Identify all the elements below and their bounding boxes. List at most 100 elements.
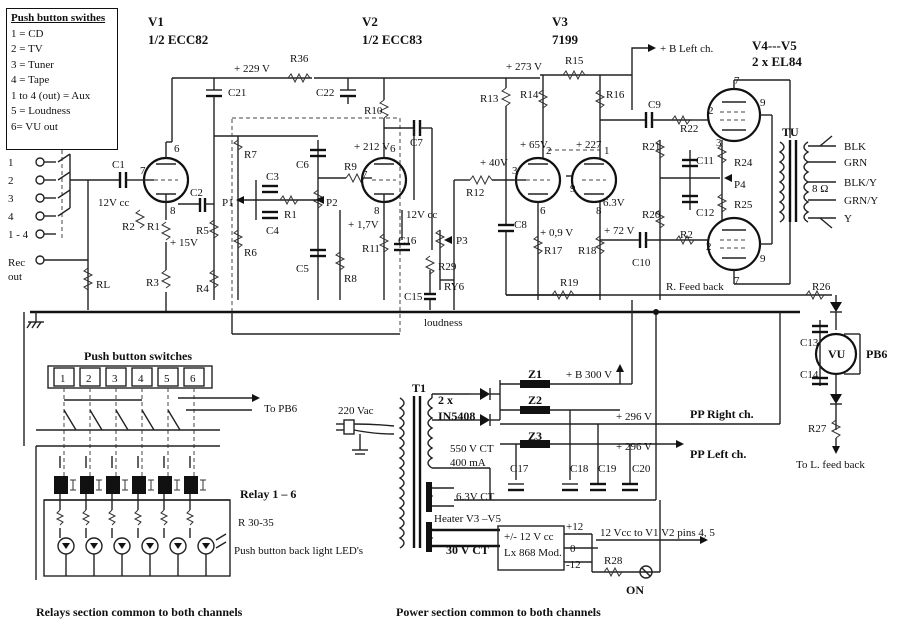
c11-label: C11 (696, 155, 714, 167)
v1-name: V1 (148, 14, 164, 29)
input-1: 1 (8, 157, 14, 169)
pb-number-6: 6 (190, 373, 196, 385)
r3-label: R3 (146, 277, 159, 289)
v3a-pin3: 3 (512, 165, 518, 177)
c6-label: C6 (296, 159, 309, 171)
r25-label: R25 (734, 199, 753, 211)
pb-5[interactable]: 5 (157, 367, 179, 387)
mains-plug (336, 419, 395, 455)
pb-number-4: 4 (138, 373, 144, 385)
r11-label: R11 (362, 243, 380, 255)
on-label: ON (626, 583, 644, 597)
pb-number-1: 1 (60, 373, 66, 385)
v5-pin9: 9 (760, 253, 766, 265)
vu-label: VU (828, 347, 846, 361)
output-stage (646, 79, 836, 300)
power-caption: Power section common to both channels (396, 605, 601, 619)
pp-left-label: PP Left ch. (690, 447, 746, 461)
input-3: 3 (8, 193, 14, 205)
c4-label: C4 (266, 225, 279, 237)
to-l-feedback: To L. feed back (796, 459, 865, 471)
z1-label: Z1 (528, 367, 542, 381)
volt-227: + 227 (576, 139, 602, 151)
c20-label: C20 (632, 463, 651, 475)
v2-name: V2 (362, 14, 378, 29)
legend-item: 2 = TV (11, 43, 43, 55)
to-pb6-label: To PB6 (264, 403, 298, 415)
loudness-network (424, 180, 455, 310)
pb-4[interactable]: 4 (131, 367, 153, 387)
v1-pin7: 7 (140, 165, 146, 177)
r14-label: R14 (520, 89, 539, 101)
r12-label: R12 (466, 187, 484, 199)
regulator-module (497, 500, 708, 579)
volt-296b: + 296 V (616, 441, 652, 453)
ry6-label: RY6 (444, 281, 465, 293)
v4-pin7: 7 (734, 75, 740, 87)
v3a-pin6: 6 (540, 205, 546, 217)
push-button-row (47, 365, 213, 389)
v2-pin8: 8 (374, 205, 380, 217)
v5-pin2: 2 (706, 241, 712, 253)
v3b-pin9: 9 (570, 183, 576, 195)
legend-title: Push button swithes (11, 12, 106, 24)
r22-label: R22 (680, 123, 698, 135)
v1-type: 1/2 ECC82 (148, 32, 208, 47)
c3-label: C3 (266, 171, 279, 183)
r2-label: R2 (122, 221, 135, 233)
c17-label: C17 (510, 463, 529, 475)
r6-label: R6 (244, 247, 257, 259)
relays-caption: Relays section common to both channels (36, 605, 243, 619)
r27-label: R27 (808, 423, 827, 435)
c8-label: C8 (514, 219, 527, 231)
c19-label: C19 (598, 463, 617, 475)
volt-17: + 1,7V (348, 219, 379, 231)
z3-label: Z3 (528, 429, 542, 443)
r15-label: R15 (565, 55, 584, 67)
v3a-pin2: 2 (546, 145, 552, 157)
pb-1[interactable]: 1 (53, 367, 75, 387)
legend-item: 3 = Tuner (11, 58, 54, 71)
pb-3[interactable]: 3 (105, 367, 127, 387)
tube-v1 (140, 142, 190, 220)
blk-label: BLK (844, 141, 866, 153)
c16-label: C16 (398, 235, 417, 247)
pb-6[interactable]: 6 (183, 367, 205, 387)
r18-label: R18 (578, 245, 597, 257)
pb-2[interactable]: 2 (79, 367, 101, 387)
r9-label: R9 (344, 161, 357, 173)
volt-40: + 40V (480, 157, 508, 169)
v3-name: V3 (552, 14, 568, 29)
c21-label: C21 (228, 87, 246, 99)
relay-label: Relay 1 – 6 (240, 487, 296, 501)
volt-229: + 229 V (234, 63, 270, 75)
pp-right-label: PP Right ch. (690, 407, 754, 421)
r8-label: R8 (344, 273, 357, 285)
relay-switch-network (35, 388, 260, 580)
z2-label: Z2 (528, 393, 542, 407)
p1-label: P1 (222, 197, 234, 209)
out-label: out (8, 271, 22, 283)
c5-label: C5 (296, 263, 309, 275)
c15-label: C15 (404, 291, 423, 303)
v1-pin6: 6 (174, 143, 180, 155)
r16-label: R16 (606, 89, 625, 101)
r4-label: R4 (196, 283, 209, 295)
vac-label: 220 Vac (338, 405, 374, 417)
ma400-label: 400 mA (450, 457, 486, 469)
p12-label: +12 (566, 521, 583, 533)
input-1-4: 1 - 4 (8, 229, 29, 241)
c13-label: C13 (800, 337, 819, 349)
v5-pin7: 7 (734, 275, 740, 287)
b300-label: + B 300 V (566, 369, 612, 381)
diode-label-2: IN5408 (438, 409, 475, 423)
pb-number-3: 3 (112, 373, 118, 385)
p2-label: P2 (326, 197, 338, 209)
ct63-label: 6.3V CT (456, 491, 495, 503)
loudness-label: loudness (424, 317, 463, 329)
legend-item: 5 = Loudness (11, 105, 71, 117)
r7-label: R7 (244, 149, 257, 161)
v1-pin8: 8 (170, 205, 176, 217)
pb6-label: PB6 (866, 347, 887, 361)
